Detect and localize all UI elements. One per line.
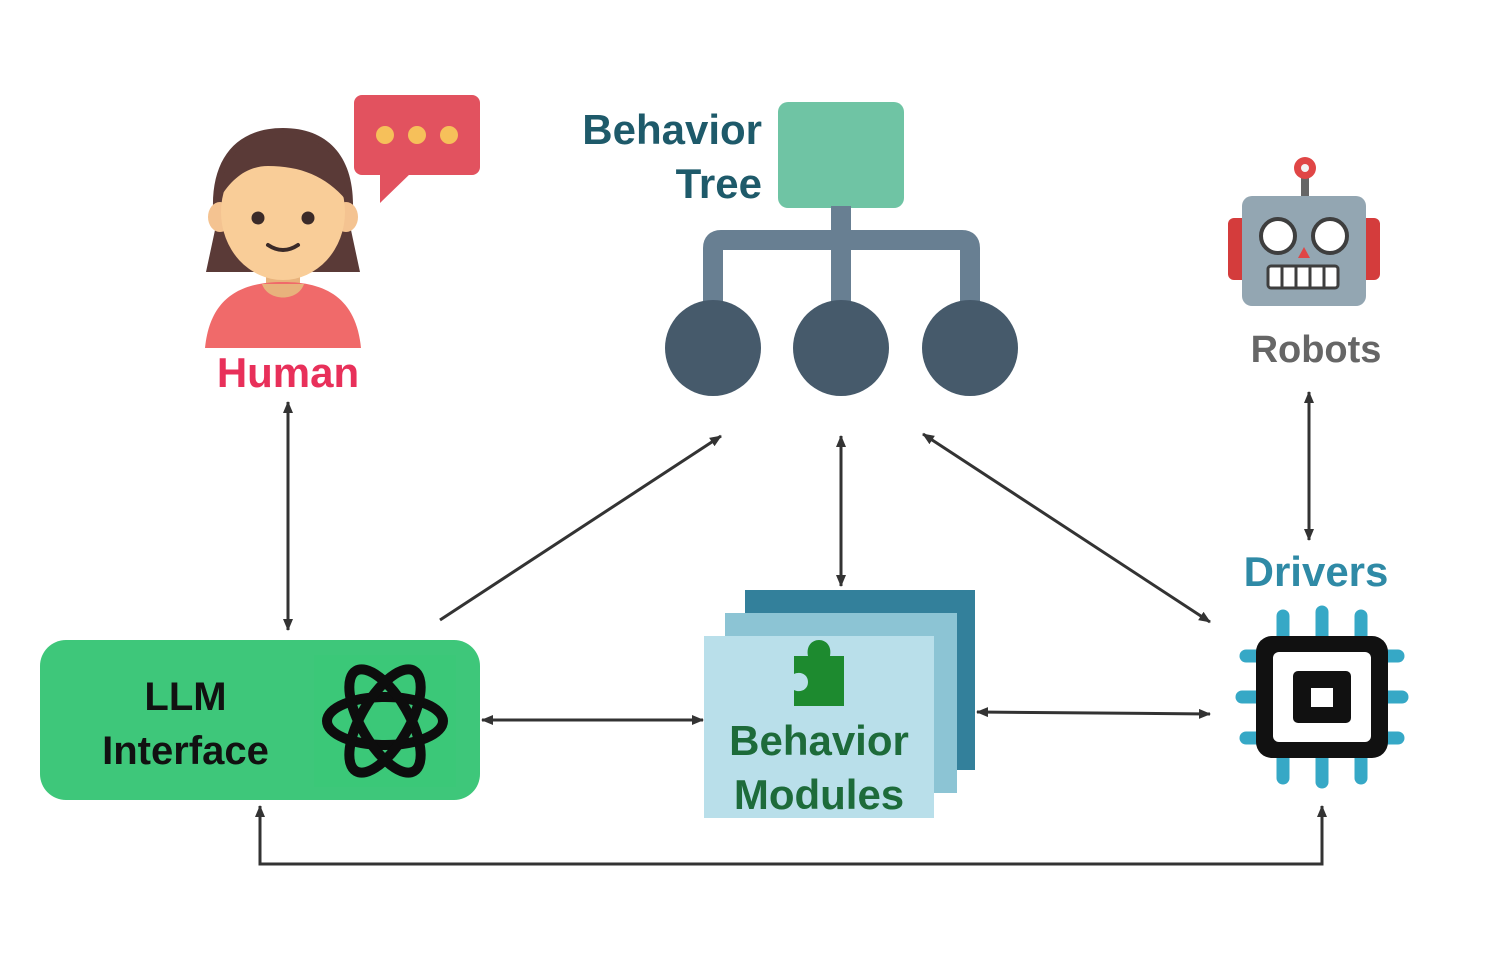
puzzle-piece-icon bbox=[794, 640, 844, 706]
edge-llm-behavior-tree bbox=[439, 434, 722, 622]
behavior-modules-stack bbox=[704, 590, 975, 818]
llm-interface-label-line1: LLM bbox=[144, 675, 227, 719]
behavior-modules-label-line1: Behavior bbox=[729, 717, 909, 764]
behavior-tree-label-line2: Tree bbox=[675, 160, 762, 207]
chip-body bbox=[1256, 636, 1388, 758]
robots-label: Robots bbox=[1250, 329, 1382, 371]
openai-logo-icon bbox=[314, 655, 456, 787]
llm-interface-label: LLM Interface bbox=[58, 670, 313, 778]
person-icon bbox=[205, 128, 361, 348]
human-label: Human bbox=[216, 349, 360, 396]
speech-bubble-icon bbox=[354, 95, 480, 203]
behavior-tree-icon bbox=[665, 102, 1018, 396]
edge-modules-drivers bbox=[976, 707, 1211, 719]
llm-interface-label-line2: Interface bbox=[102, 729, 269, 773]
behavior-tree-label: Behavior Tree bbox=[540, 103, 762, 211]
behavior-modules-label-line2: Modules bbox=[733, 771, 905, 818]
robot-icon bbox=[1228, 157, 1380, 306]
drivers-label: Drivers bbox=[1243, 548, 1389, 595]
edge-llm-drivers bbox=[255, 805, 1327, 866]
chip-icon bbox=[1235, 605, 1409, 789]
behavior-modules-label: Behavior Modules bbox=[705, 714, 933, 822]
edge-behavior-tree-drivers bbox=[922, 432, 1211, 624]
behavior-tree-label-line1: Behavior bbox=[582, 106, 762, 153]
